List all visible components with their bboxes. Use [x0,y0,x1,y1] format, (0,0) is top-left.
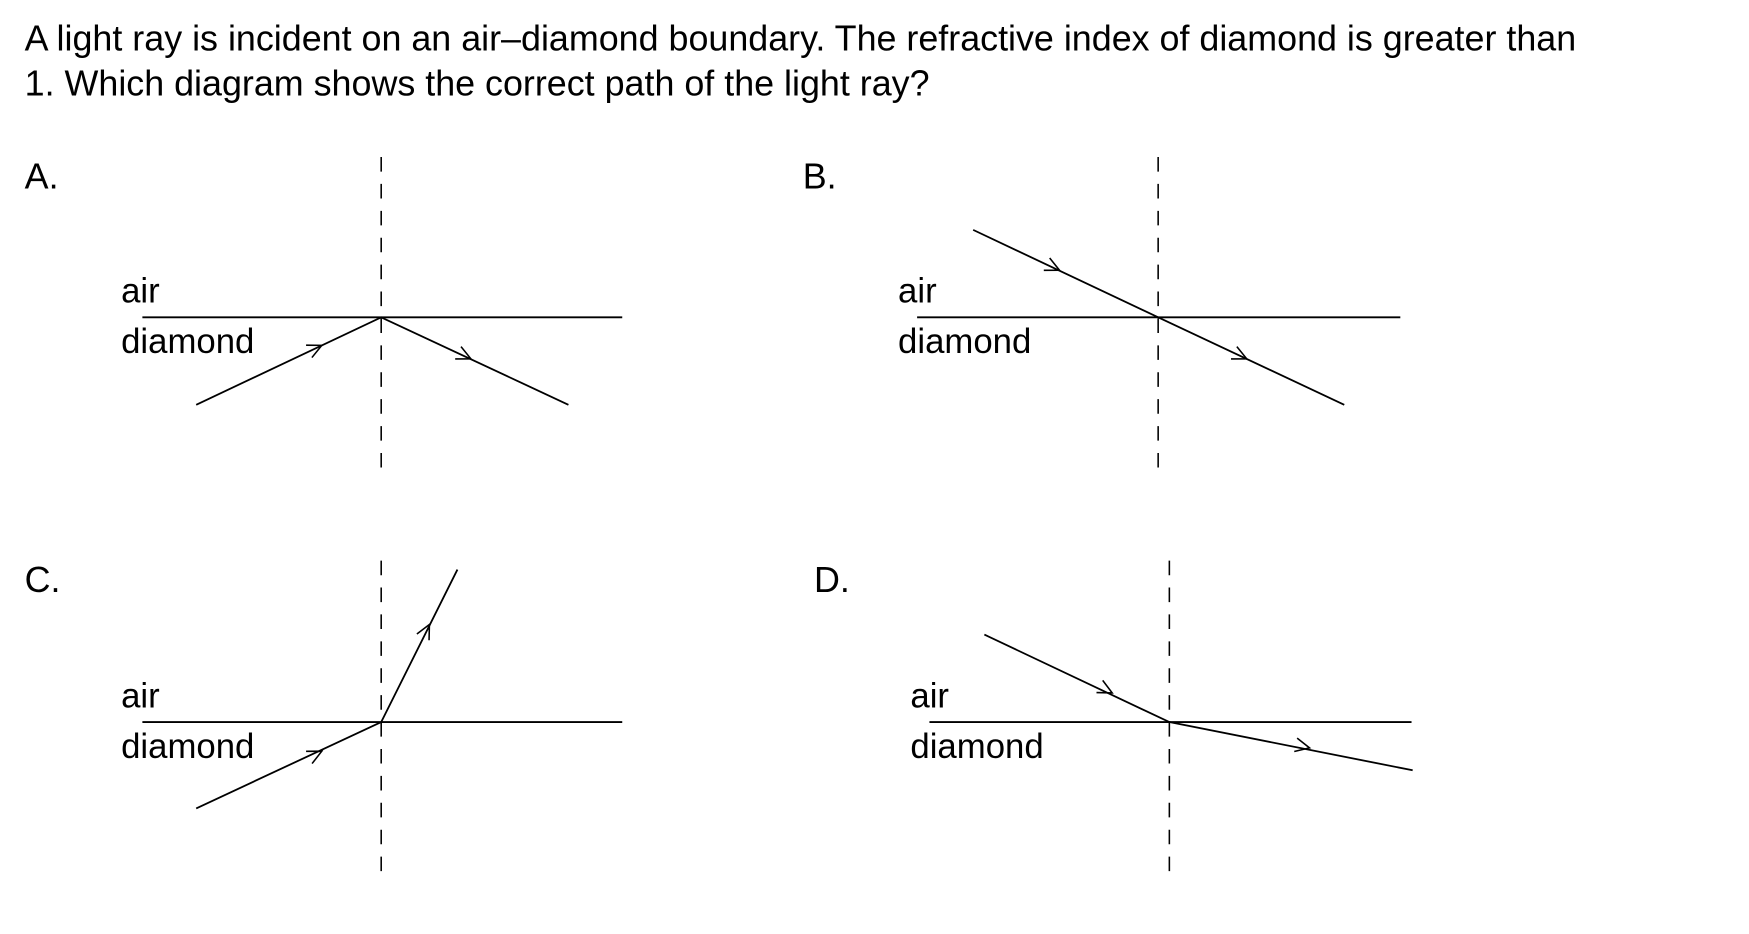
light-ray [195,569,459,810]
option-c-diagram[interactable]: C. air diamond [25,560,623,881]
arrowhead-icon [1096,679,1114,694]
diamond-label: diamond [121,323,254,361]
question-line-1: A light ray is incident on an air–diamon… [25,18,1577,58]
arrowhead-icon [306,750,324,765]
arrowhead-icon [416,622,431,641]
air-label: air [121,273,160,311]
option-c-label: C. [25,560,61,600]
option-b-diagram[interactable]: B. air diamond [803,156,1401,477]
light-ray [972,229,1345,406]
air-label: air [910,677,949,715]
light-ray [983,633,1413,772]
option-a-label: A. [25,156,59,196]
diamond-label: diamond [910,728,1043,766]
question-line-2: 1. Which diagram shows the correct path … [25,63,930,103]
option-d-label: D. [814,560,850,600]
air-label: air [898,273,937,311]
diamond-label: diamond [121,728,254,766]
arrowhead-icon [1043,257,1062,272]
arrowhead-icon [1231,346,1249,360]
air-label: air [121,677,160,715]
arrowhead-icon [1294,737,1312,753]
option-a-diagram[interactable]: A. air diamond [25,156,623,477]
arrowhead-icon [306,344,324,359]
option-d-diagram[interactable]: D. air diamond [814,560,1413,881]
light-ray [195,316,569,406]
option-b-label: B. [803,156,837,196]
diamond-label: diamond [898,323,1031,361]
arrowhead-icon [455,346,473,360]
